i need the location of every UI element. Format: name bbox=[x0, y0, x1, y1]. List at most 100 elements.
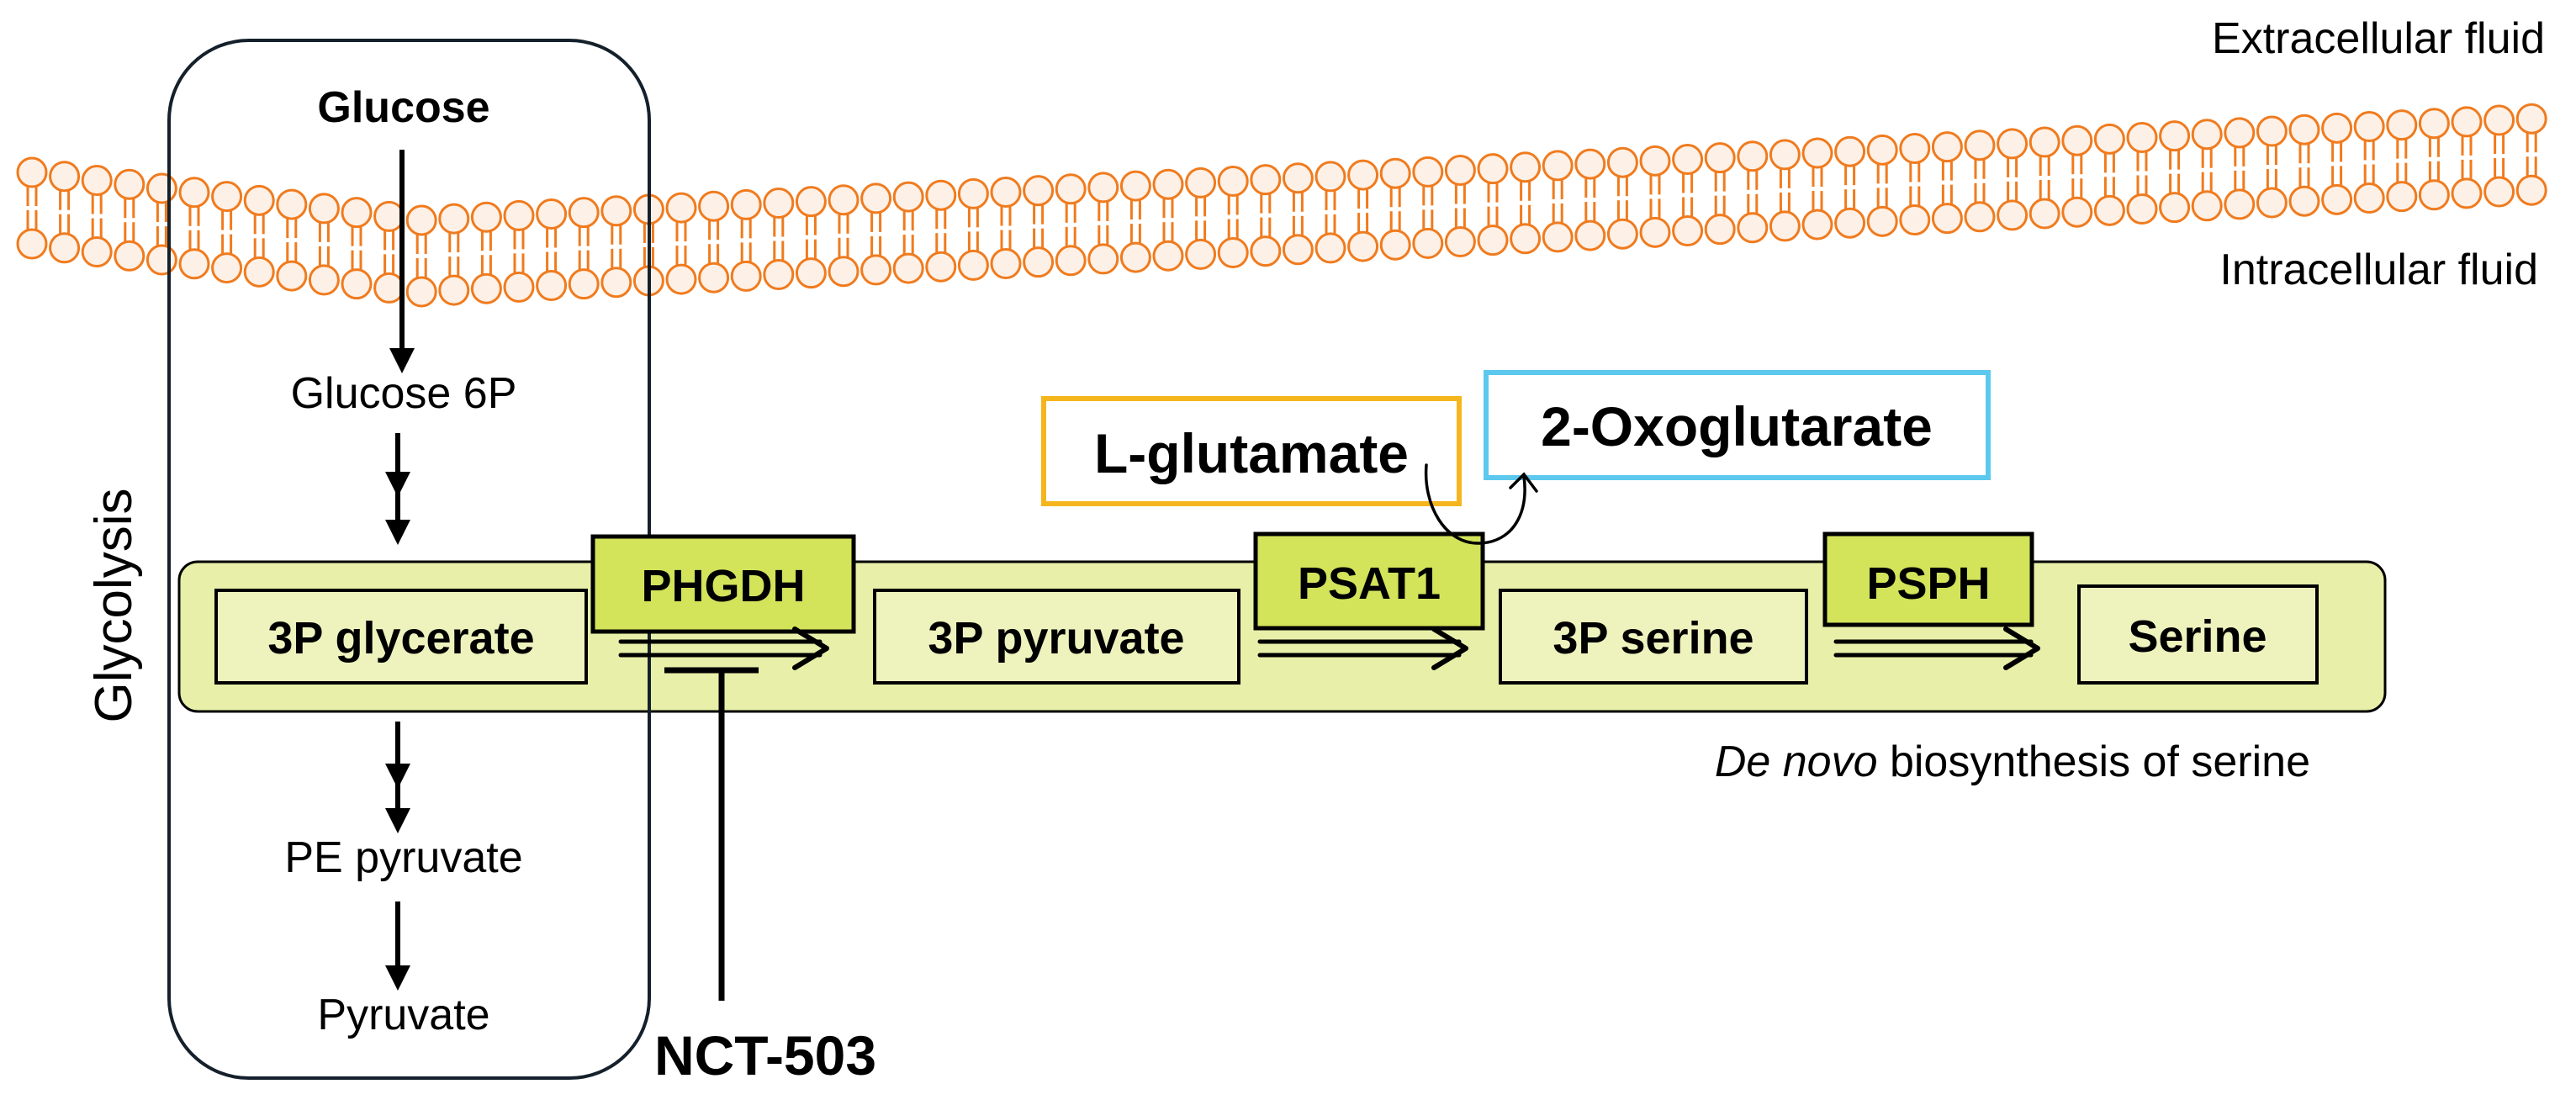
lipid-head-outer bbox=[1412, 156, 1444, 188]
lipid-tail-pair bbox=[2396, 136, 2408, 185]
lipid-head-outer bbox=[308, 193, 340, 225]
reaction-arrow-psph bbox=[1833, 627, 2040, 670]
lipid-tail-pair bbox=[1552, 177, 1563, 225]
metabolite-3p-glycerate: 3P glycerate bbox=[214, 589, 588, 685]
lipid-head-outer bbox=[2418, 108, 2450, 140]
lipid-tail-pair bbox=[708, 218, 720, 267]
lipid-head-outer bbox=[438, 203, 470, 235]
extracellular-label: Extracellular fluid bbox=[2212, 14, 2545, 63]
lipid-head-inner bbox=[1087, 243, 1119, 275]
lipid-head-inner bbox=[405, 276, 437, 308]
lipid-head-inner bbox=[1574, 219, 1606, 251]
lipid-head-outer bbox=[698, 190, 730, 222]
lipid-head-outer bbox=[2029, 126, 2060, 158]
lipid-head-inner bbox=[1737, 212, 1769, 244]
lipid-tail-pair bbox=[1812, 165, 1823, 214]
lipid-head-inner bbox=[145, 244, 177, 276]
svg-text:PSAT1: PSAT1 bbox=[1298, 558, 1441, 609]
lipid-head-inner bbox=[341, 268, 373, 300]
lipid-head-outer bbox=[16, 156, 48, 188]
lipid-head-inner bbox=[892, 252, 924, 284]
lipid-head-outer bbox=[1055, 173, 1087, 205]
lipid-head-outer bbox=[276, 188, 308, 220]
lipid-head-outer bbox=[2256, 115, 2288, 147]
lipid-head-inner bbox=[2321, 183, 2353, 215]
lipid-head-outer bbox=[1866, 134, 1898, 166]
lipid-tail-pair bbox=[1129, 198, 1141, 246]
lipid-head-inner bbox=[1834, 207, 1866, 239]
lipid-head-inner bbox=[860, 254, 892, 286]
lipid-tail-pair bbox=[967, 205, 979, 254]
lipid-head-inner bbox=[763, 259, 795, 291]
lipid-head-inner bbox=[243, 256, 275, 288]
lipid-head-inner bbox=[1444, 225, 1476, 257]
cofactor-l-glutamate: L-glutamate bbox=[1041, 396, 1462, 506]
lipid-head-outer bbox=[1704, 142, 1736, 174]
lipid-tail-pair bbox=[2461, 133, 2473, 182]
svg-text:3P pyruvate: 3P pyruvate bbox=[928, 613, 1184, 664]
lipid-head-inner bbox=[828, 256, 860, 288]
lipid-head-outer bbox=[2321, 112, 2353, 144]
glucose-label: Glucose bbox=[317, 83, 489, 132]
lipid-head-inner bbox=[308, 264, 340, 296]
lipid-tail-pair bbox=[2201, 145, 2213, 194]
lipid-head-inner bbox=[1704, 214, 1736, 246]
lipid-tail-pair bbox=[1195, 194, 1207, 243]
lipid-head-outer bbox=[2061, 124, 2093, 156]
lipid-head-outer bbox=[81, 165, 113, 197]
lipid-head-inner bbox=[2451, 177, 2483, 209]
lipid-head-outer bbox=[1477, 153, 1509, 185]
lipid-head-inner bbox=[438, 274, 470, 306]
reaction-arrow-phgdh bbox=[618, 627, 829, 670]
lipid-tail-pair bbox=[643, 220, 654, 269]
lipid-tail-pair bbox=[2363, 138, 2375, 187]
lipid-tail-pair bbox=[253, 212, 265, 261]
lipid-head-outer bbox=[795, 186, 827, 218]
enzyme-psat1: PSAT1 bbox=[1253, 531, 1485, 631]
lipid-tail-pair bbox=[1616, 174, 1628, 223]
lipid-tail-pair bbox=[1974, 156, 1986, 205]
lipid-head-outer bbox=[211, 181, 243, 213]
lipid-head-outer bbox=[1347, 159, 1379, 191]
lipid-head-outer bbox=[1152, 168, 1184, 200]
lipid-head-outer bbox=[145, 172, 177, 204]
svg-text:3P glycerate: 3P glycerate bbox=[267, 613, 534, 664]
lipid-head-inner bbox=[1639, 216, 1671, 248]
lipid-head-outer bbox=[2191, 119, 2223, 151]
lipid-tail-pair bbox=[188, 204, 200, 252]
lipid-tail-pair bbox=[2039, 154, 2050, 203]
lipid-tail-pair bbox=[1941, 158, 1953, 207]
lipid-head-inner bbox=[1119, 241, 1151, 273]
lipid-head-outer bbox=[373, 200, 405, 232]
lipid-head-outer bbox=[957, 177, 989, 209]
lipid-head-outer bbox=[243, 184, 275, 216]
lipid-head-inner bbox=[1672, 214, 1704, 246]
lipid-head-outer bbox=[925, 179, 957, 211]
lipid-tail-pair bbox=[773, 214, 785, 263]
lipid-head-outer bbox=[568, 197, 600, 229]
lipid-head-outer bbox=[892, 181, 924, 213]
lipid-tail-pair bbox=[1357, 187, 1369, 235]
lipid-head-outer bbox=[1282, 162, 1314, 194]
lipid-tail-pair bbox=[1487, 180, 1499, 229]
lipid-head-outer bbox=[2353, 110, 2385, 142]
lipid-tail-pair bbox=[1000, 204, 1012, 252]
lipid-head-outer bbox=[730, 188, 762, 220]
svg-text:PHGDH: PHGDH bbox=[641, 561, 805, 611]
lipid-tail-pair bbox=[902, 209, 914, 257]
lipid-head-outer bbox=[1542, 150, 1574, 182]
lipid-head-outer bbox=[1444, 154, 1476, 186]
lipid-head-inner bbox=[600, 267, 632, 299]
lipid-tail-pair bbox=[2007, 155, 2018, 204]
nct503-inhibition-bar bbox=[664, 667, 759, 1001]
lipid-head-inner bbox=[795, 257, 827, 289]
lipid-tail-pair bbox=[1033, 202, 1045, 251]
lipid-head-inner bbox=[2353, 182, 2385, 214]
lipid-head-outer bbox=[49, 161, 81, 193]
lipid-head-outer bbox=[1314, 161, 1346, 193]
lipid-head-outer bbox=[470, 201, 502, 233]
svg-text:L-glutamate: L-glutamate bbox=[1094, 422, 1409, 484]
svg-text:Serine: Serine bbox=[2128, 611, 2267, 662]
lipid-head-outer bbox=[2093, 123, 2125, 155]
